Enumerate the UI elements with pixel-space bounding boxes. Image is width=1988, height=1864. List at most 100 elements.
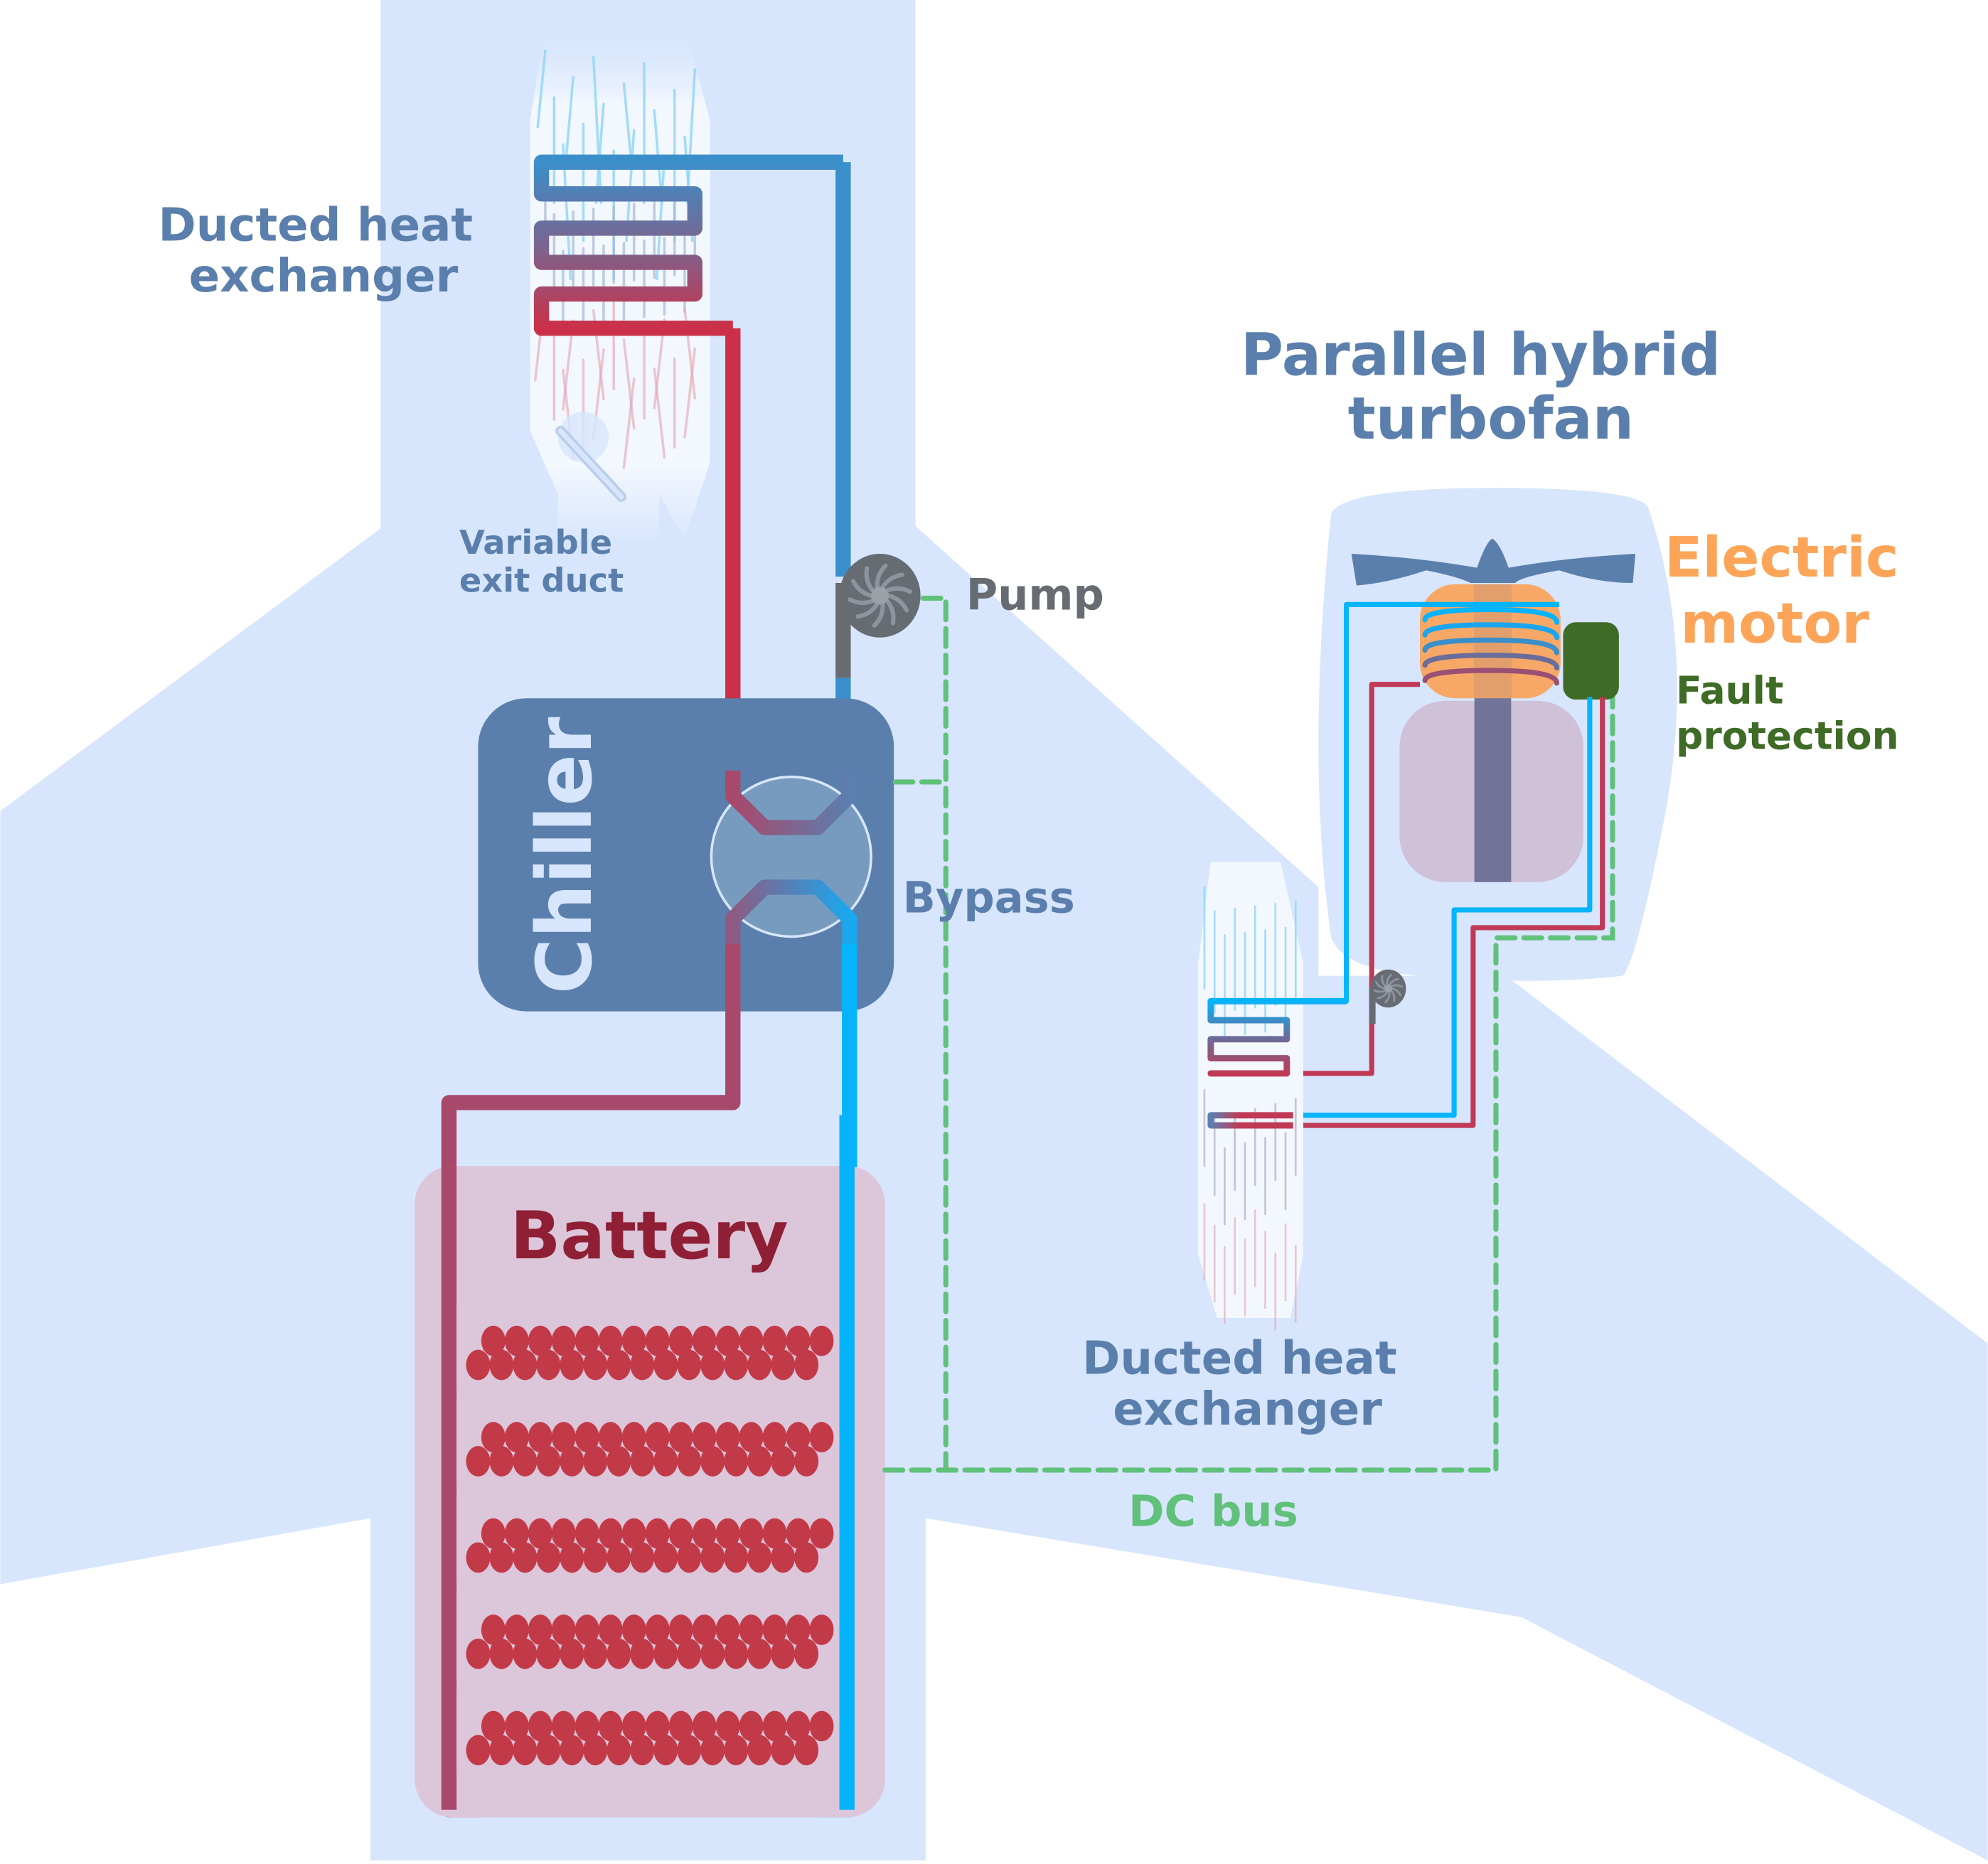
battery-cell [528,1422,552,1452]
battery-cell [621,1614,646,1645]
battery-cell [762,1422,787,1452]
battery-cell [575,1518,599,1549]
battery-cell [700,1735,725,1766]
impeller-blade [864,566,875,593]
battery-cell [700,1542,725,1573]
battery-cell [621,1325,646,1356]
battery-cell [504,1325,529,1356]
battery-cell [809,1614,834,1645]
fault-cold-line [1214,697,1593,1118]
battery-cell [700,1349,725,1381]
battery-cell [630,1542,655,1573]
battery-cell [598,1422,623,1452]
battery-cell [724,1542,749,1573]
engine-pump[interactable] [1369,969,1406,1024]
impeller-blade [886,593,909,613]
turbofan-title: Parallel hybrid turbofan [1241,322,1741,453]
battery-cell [668,1518,693,1549]
battery-cell [715,1518,740,1549]
battery-cell [575,1614,599,1645]
battery-modules [449,1291,848,1773]
ducted-hx-engine-label: Ducted heat exchanger [1082,1332,1413,1435]
battery-cell [747,1639,772,1669]
battery-cell [771,1542,796,1573]
battery-cell [668,1325,693,1356]
battery-cell [630,1735,655,1766]
battery-cell [583,1735,608,1766]
battery-cell [786,1422,811,1452]
impeller-blade [1390,984,1404,988]
battery-cell [645,1422,670,1452]
battery-cell [536,1542,561,1573]
impeller-blade [850,579,874,598]
battery-cell [653,1446,678,1477]
fault-protection-label: Fault protection [1676,668,1899,758]
battery-cell [700,1639,725,1669]
battery-cell [598,1325,623,1356]
main-pump[interactable] [839,554,921,638]
airflow-streak [592,55,603,205]
variable-exit-flap [555,412,627,502]
engine-pump-impeller-icon [1373,973,1404,1004]
battery-cell [724,1735,749,1766]
turbofan-engine [1351,538,1636,882]
battery-cell [645,1614,670,1645]
impeller-blade [885,586,913,594]
battery-cell [809,1518,834,1549]
battery-cell [513,1542,538,1573]
chiller-label: Chiller [521,717,609,994]
battery-cell [786,1710,811,1742]
battery-cell [747,1349,772,1381]
battery-cell [747,1542,772,1573]
ducted-hx-engine [1198,862,1347,1331]
battery-cell [786,1518,811,1549]
battery-cell [786,1325,811,1356]
battery-cell [794,1542,819,1573]
battery-cell [466,1542,491,1573]
labels: Ducted heat exchanger Variable exit duct… [159,199,1899,1436]
battery-cell [528,1710,552,1742]
impeller-blade [872,601,885,628]
airflow-streak [683,347,697,439]
impeller-blade [875,563,888,590]
battery-cell [560,1446,584,1477]
battery-cell [621,1422,646,1452]
battery-cell [645,1518,670,1549]
motor-coil-turn [1422,668,1560,686]
engine-hx-return [1207,1112,1293,1129]
battery-cell [739,1325,764,1356]
battery-cell [598,1710,623,1742]
engine-pump-stem [1369,988,1376,1024]
battery-cell [583,1446,608,1477]
impeller-hub [1384,985,1392,992]
impeller-blade [1377,991,1389,1000]
battery-cell [551,1422,576,1452]
battery-cell [481,1518,506,1549]
battery-cell [560,1735,584,1766]
fault-protection-box [1563,622,1619,700]
airflow-streak [536,49,547,129]
battery-cell [794,1349,819,1381]
battery-cell [489,1639,514,1669]
battery-cell [747,1735,772,1766]
battery-cell [489,1349,514,1381]
battery-cell [513,1446,538,1477]
battery-cell [653,1542,678,1573]
battery-cell [598,1518,623,1549]
impeller-blade [1384,991,1391,1004]
battery-cell [504,1518,529,1549]
battery-cell [724,1446,749,1477]
impeller-blade [1388,977,1400,986]
battery-cell [606,1735,631,1766]
battery-cell [794,1446,819,1477]
battery-cell [715,1325,740,1356]
battery-cell [489,1542,514,1573]
ducted-hx-top [530,25,843,545]
battery-cell [653,1639,678,1669]
hx-top-coil [533,154,843,336]
impeller-blade [1390,990,1396,1002]
battery-cell [794,1735,819,1766]
battery-cell [809,1325,834,1356]
battery-cell [700,1446,725,1477]
